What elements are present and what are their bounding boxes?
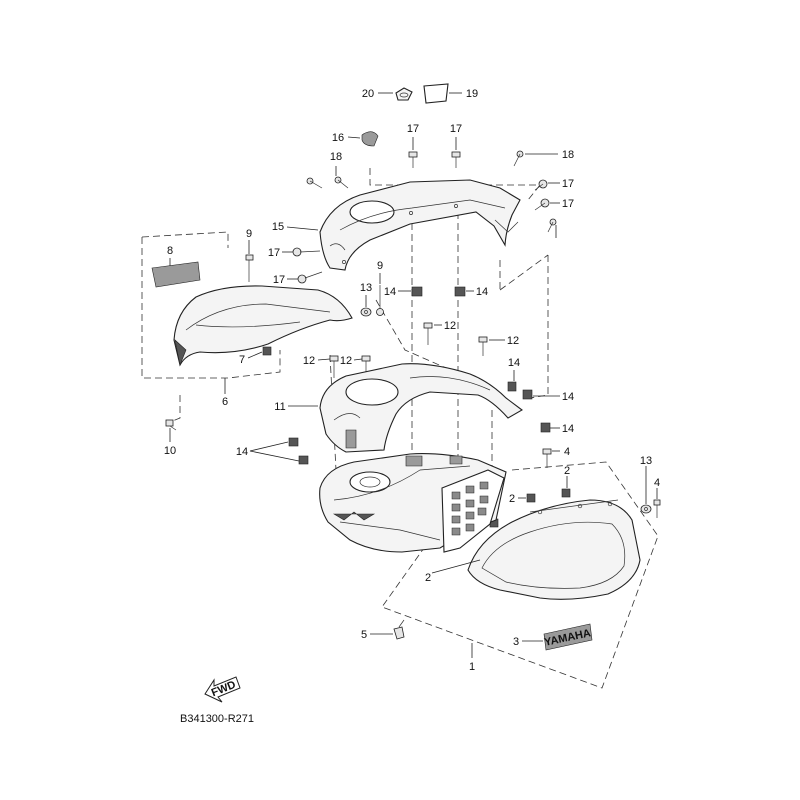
callout-2: 2 bbox=[509, 493, 515, 505]
callout-11: 11 bbox=[274, 401, 285, 413]
clip-14a bbox=[411, 286, 423, 297]
bolt-18b bbox=[334, 176, 349, 189]
bolt-18d bbox=[547, 218, 557, 233]
callout-14: 14 bbox=[508, 357, 520, 369]
callout-14: 14 bbox=[476, 286, 488, 298]
part-6-side-cover bbox=[173, 285, 353, 367]
assembly-outlines bbox=[141, 168, 659, 689]
callout-17: 17 bbox=[562, 178, 574, 190]
bolt-4a bbox=[542, 448, 552, 468]
bolt-17e bbox=[292, 247, 321, 257]
callout-7: 7 bbox=[239, 354, 245, 366]
callout-12: 12 bbox=[444, 320, 456, 332]
callout-17: 17 bbox=[268, 247, 280, 259]
bolt-set bbox=[165, 150, 661, 640]
fwd-arrow-icon: FWD bbox=[204, 676, 241, 703]
callout-8: 8 bbox=[167, 245, 173, 257]
part-8-sticker bbox=[151, 261, 201, 288]
clip-14d bbox=[522, 389, 533, 400]
callout-2: 2 bbox=[564, 465, 570, 477]
part-15-upper-cover bbox=[319, 179, 521, 271]
callout-2: 2 bbox=[425, 572, 431, 584]
part-19-plate bbox=[423, 83, 449, 104]
bolt-10 bbox=[165, 419, 177, 431]
callout-numbers: 20 19 16 17 17 18 18 17 17 15 9 8 17 17 … bbox=[164, 88, 660, 673]
clip-14f bbox=[288, 437, 299, 447]
callout-6: 6 bbox=[222, 396, 228, 408]
callout-10: 10 bbox=[164, 445, 176, 457]
bolt-17b bbox=[451, 151, 461, 168]
callout-14: 14 bbox=[236, 446, 248, 458]
diagram-code: B341300-R271 bbox=[180, 713, 254, 725]
bolt-17f bbox=[297, 271, 323, 284]
callout-17: 17 bbox=[273, 274, 285, 286]
part-3-emblem: YAMAHA bbox=[543, 623, 593, 651]
bolt-12c bbox=[329, 355, 339, 378]
bolt-5 bbox=[393, 619, 405, 640]
bolt-17a bbox=[408, 151, 418, 168]
callout-12: 12 bbox=[507, 335, 519, 347]
bolt-18c bbox=[513, 150, 524, 167]
callout-12: 12 bbox=[303, 355, 315, 367]
callout-18: 18 bbox=[562, 149, 574, 161]
callout-14: 14 bbox=[384, 286, 396, 298]
bolt-9a bbox=[245, 254, 254, 282]
callout-4: 4 bbox=[564, 446, 570, 458]
clip-14c bbox=[507, 381, 517, 392]
bolt-9b bbox=[376, 285, 384, 316]
washer-13b bbox=[640, 504, 652, 514]
bolt-4b bbox=[653, 499, 661, 518]
washer-13a bbox=[360, 307, 372, 317]
callout-3: 3 bbox=[513, 636, 519, 648]
callout-15: 15 bbox=[272, 221, 284, 233]
bolt-18a bbox=[306, 177, 323, 189]
callout-17: 17 bbox=[407, 123, 419, 135]
callout-20: 20 bbox=[362, 88, 374, 100]
clip-2b bbox=[561, 488, 571, 498]
clip-2a bbox=[526, 493, 536, 503]
callout-4: 4 bbox=[654, 477, 660, 489]
callout-16: 16 bbox=[332, 132, 344, 144]
bolt-17d bbox=[534, 198, 550, 211]
part-20-grommet bbox=[395, 87, 413, 101]
leader-lines bbox=[169, 92, 658, 658]
part-1-side-panel bbox=[467, 499, 641, 600]
part-2-bracket bbox=[441, 469, 505, 553]
callout-12: 12 bbox=[340, 355, 352, 367]
bolt-17c bbox=[534, 179, 548, 191]
callout-13: 13 bbox=[640, 455, 652, 467]
callout-19: 19 bbox=[466, 88, 478, 100]
clip-7 bbox=[262, 346, 272, 356]
callout-14: 14 bbox=[562, 391, 574, 403]
bolt-12b bbox=[478, 336, 488, 356]
callout-9: 9 bbox=[377, 260, 383, 272]
callout-17: 17 bbox=[562, 198, 574, 210]
callout-14: 14 bbox=[562, 423, 574, 435]
part-11-lower-cover bbox=[319, 363, 523, 453]
callout-9: 9 bbox=[246, 228, 252, 240]
callout-13: 13 bbox=[360, 282, 372, 294]
callout-1: 1 bbox=[469, 661, 475, 673]
bolt-12a bbox=[423, 322, 433, 345]
clip-14g bbox=[298, 455, 309, 465]
callout-18: 18 bbox=[330, 151, 342, 163]
clip-14e bbox=[540, 422, 551, 433]
part-16-cap bbox=[361, 131, 379, 147]
clip-set bbox=[262, 286, 571, 528]
callout-5: 5 bbox=[361, 629, 367, 641]
callout-17: 17 bbox=[450, 123, 462, 135]
clip-14b bbox=[454, 286, 466, 297]
